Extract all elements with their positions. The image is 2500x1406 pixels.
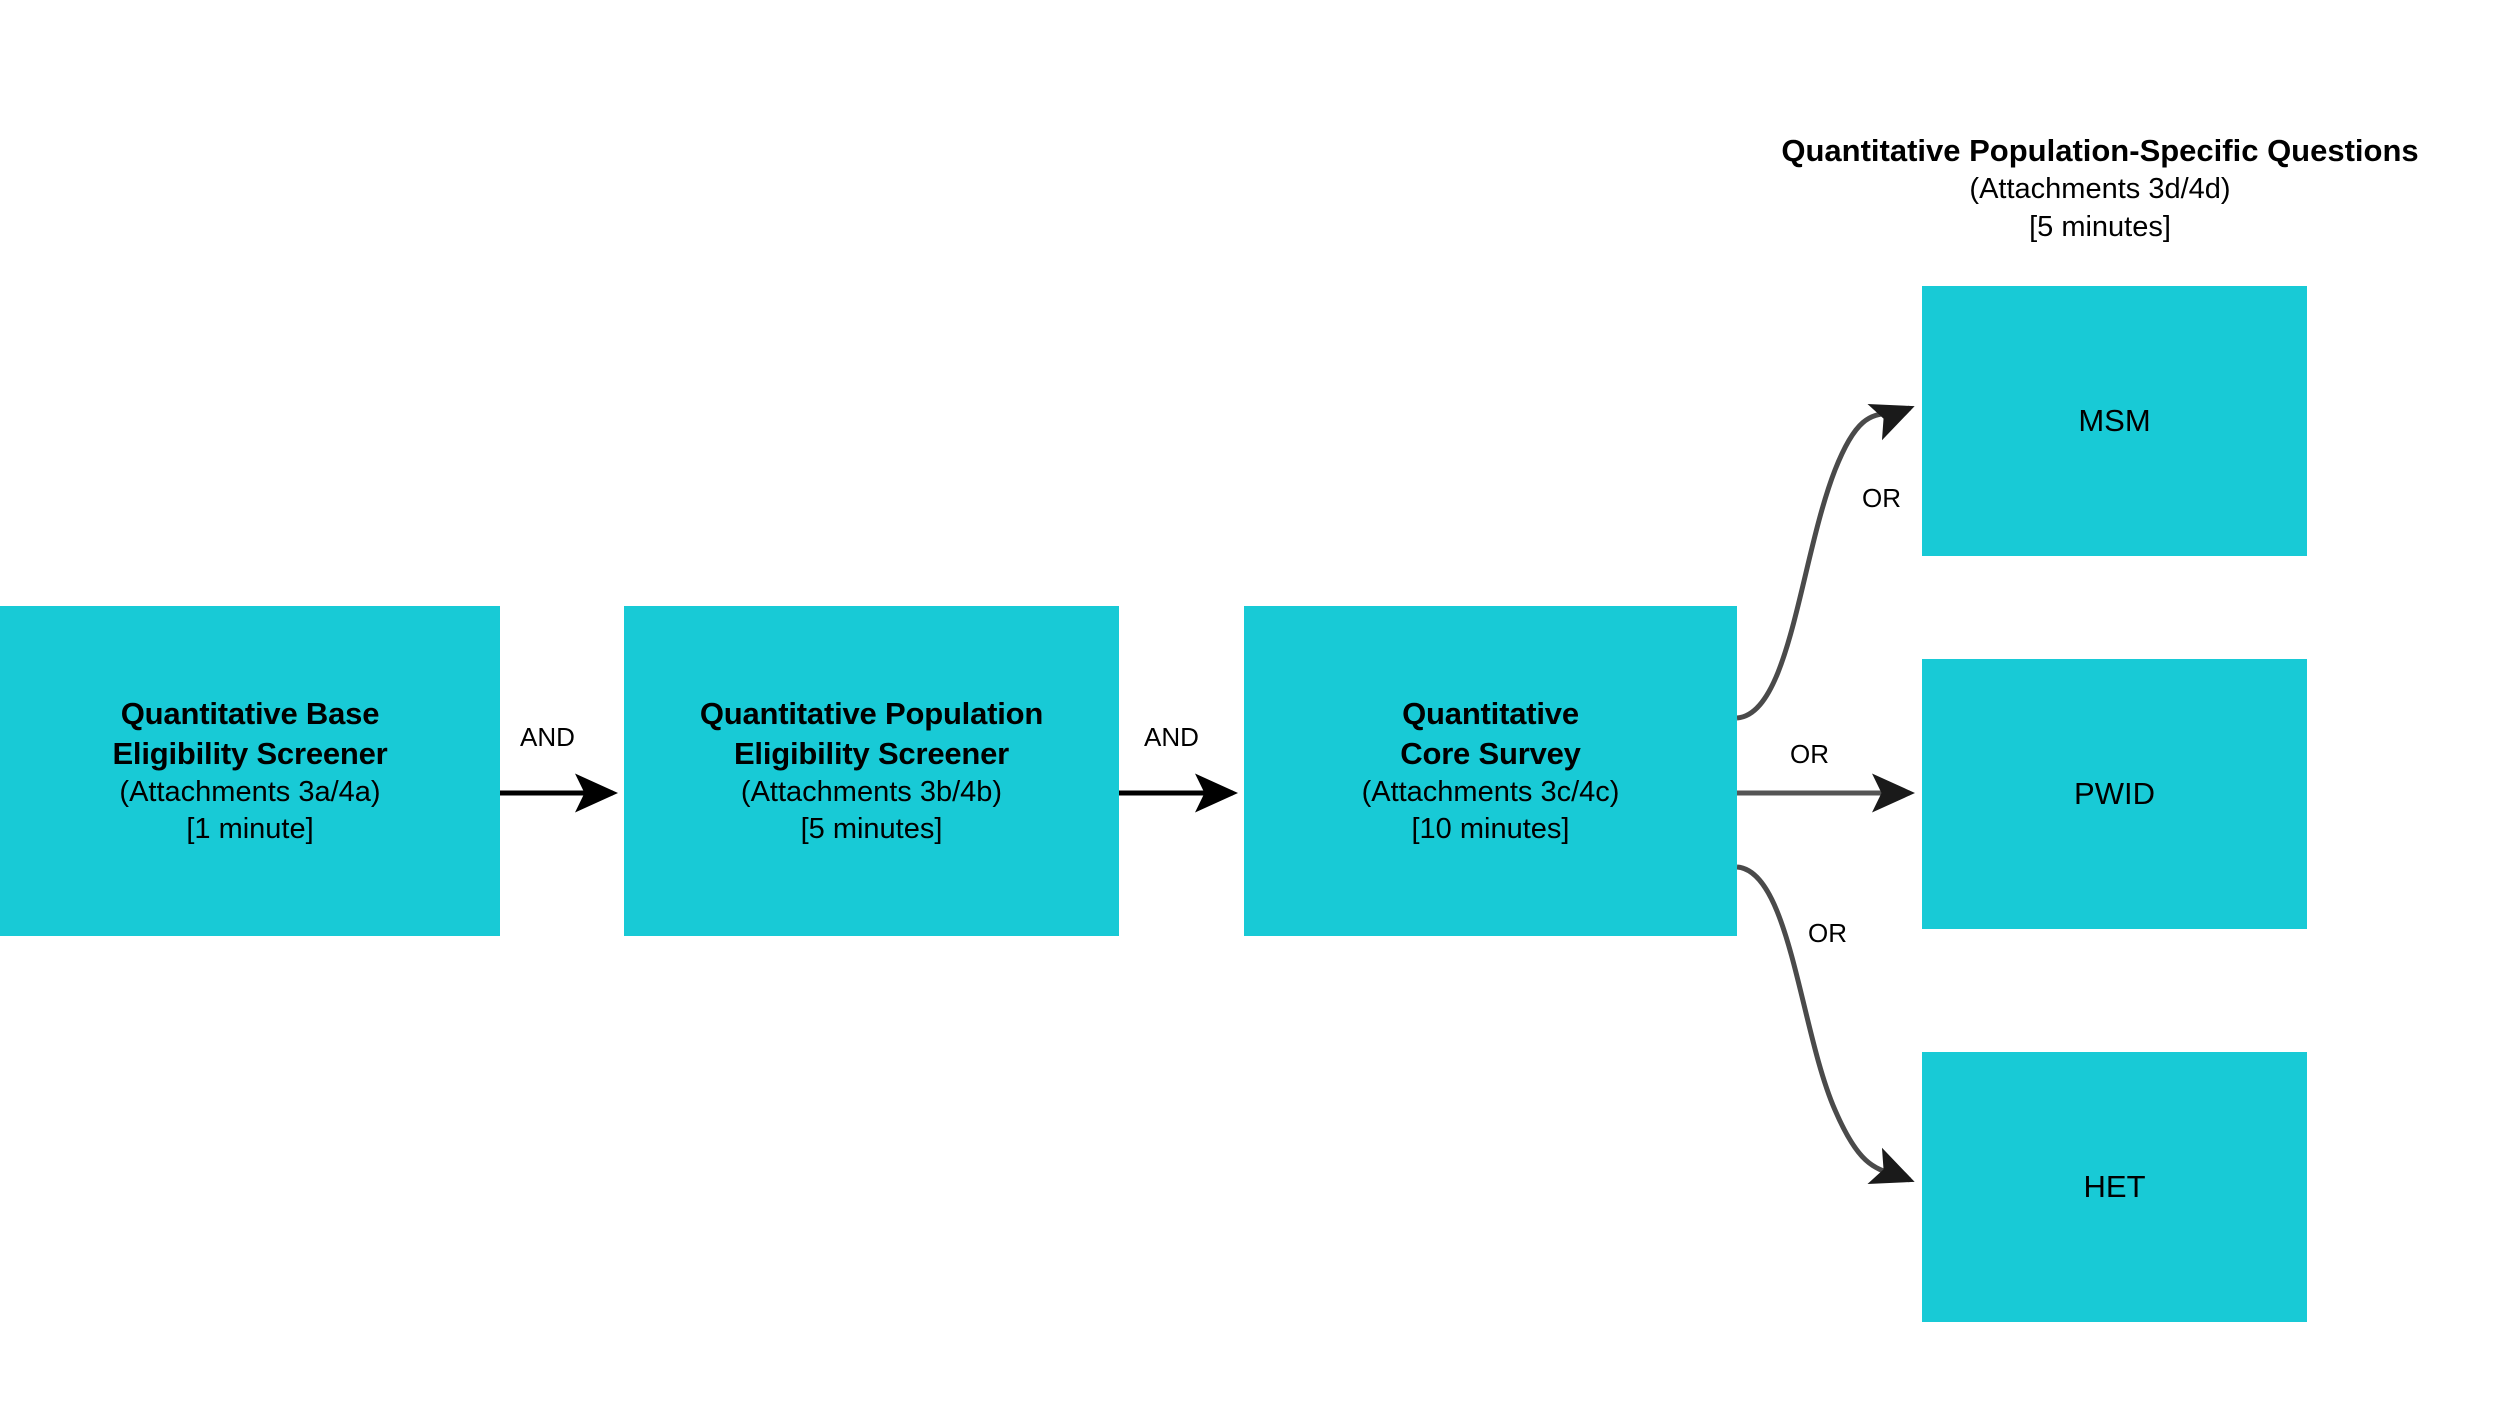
node-duration: [1 minute] [186,812,314,845]
node-title-line1: Quantitative [1402,696,1579,732]
node-attachments: (Attachments 3a/4a) [119,775,381,808]
node-title-line2: Core Survey [1400,735,1581,771]
connector-label-and-2: AND [1144,722,1199,752]
connector-label-or-pwid: OR [1790,739,1829,769]
caption-title: Quantitative Population-Specific Questio… [1781,133,2419,168]
node-title-line1: Quantitative Population [699,696,1044,732]
node-core-survey[interactable]: Quantitative Core Survey (Attachments 3c… [1244,606,1737,936]
node-title-line2: Eligibility Screener [733,735,1010,771]
connector-label-and-1: AND [520,722,575,752]
connector-core-to-het [1736,864,1915,1185]
connector-core-to-msm [1736,403,1915,721]
node-pwid[interactable]: PWID [1922,659,2307,929]
node-het[interactable]: HET [1922,1052,2307,1322]
node-attachments: (Attachments 3b/4b) [740,775,1003,808]
node-label: HET [2083,1169,2146,1205]
node-title-line2: Eligibility Screener [112,735,388,771]
node-population-eligibility-screener[interactable]: Quantitative Population Eligibility Scre… [624,606,1119,936]
caption-duration: [5 minutes] [2029,210,2171,243]
caption-attachments: (Attachments 3d/4d) [1969,173,2231,206]
node-attachments: (Attachments 3c/4c) [1361,775,1620,808]
connector-label-or-msm: OR [1862,483,1901,513]
node-label: PWID [2074,776,2155,812]
node-msm[interactable]: MSM [1922,286,2307,556]
node-base-eligibility-screener[interactable]: Quantitative Base Eligibility Screener (… [0,606,500,936]
population-questions-caption: Quantitative Population-Specific Questio… [1700,131,2500,247]
connector-label-or-het: OR [1808,918,1847,948]
node-duration: [5 minutes] [800,812,943,845]
node-title-line1: Quantitative Base [120,696,380,732]
node-duration: [10 minutes] [1411,812,1570,845]
node-label: MSM [2078,403,2151,439]
